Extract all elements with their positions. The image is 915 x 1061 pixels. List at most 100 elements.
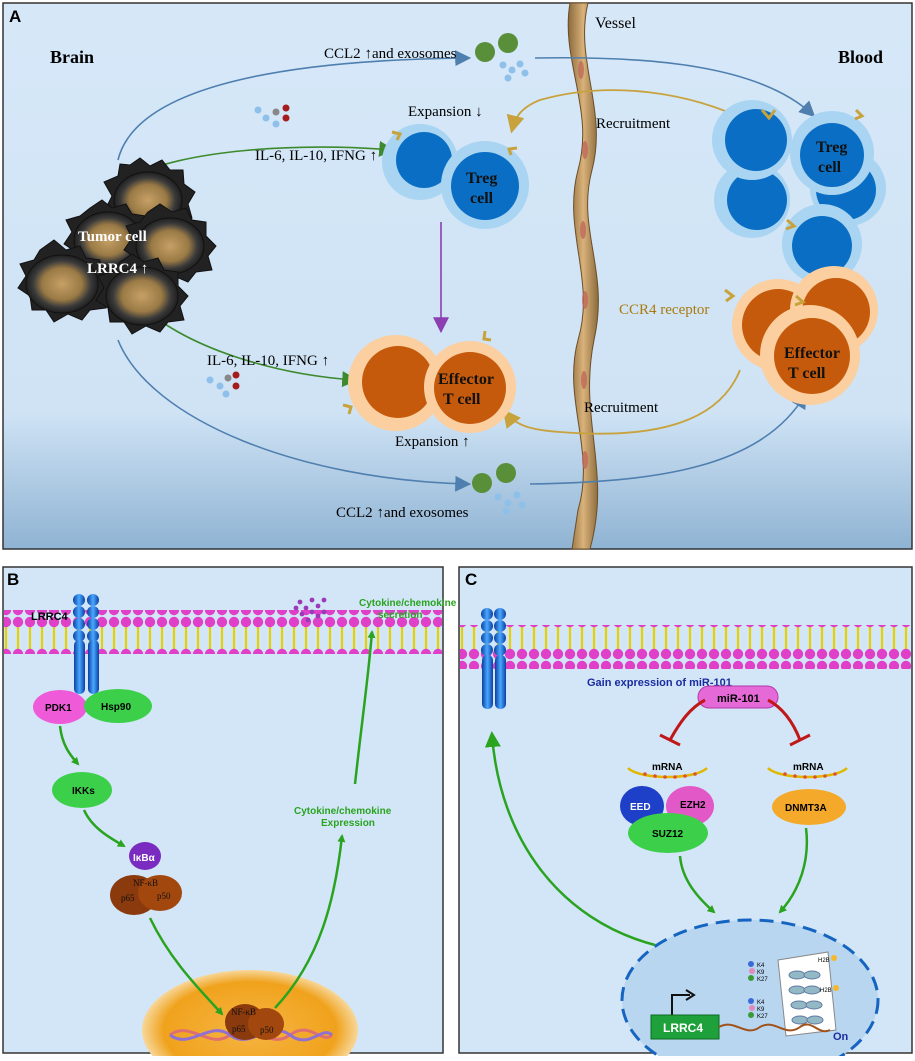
effector-right-label-1: Effector [784,345,840,362]
mir101-box: miR-101 [697,685,779,709]
ikks-protein: IKKs [52,772,112,808]
treg-cell-cluster-right: Treg cell [712,100,886,284]
h2b-label-b: H2B [820,988,832,994]
panel-b-letter: B [7,570,19,589]
pdk1-protein: PDK1 [33,690,87,724]
nfkb-label: NF-κB [133,878,158,888]
recruitment-bottom-label: Recruitment [584,400,659,416]
effector-cell-left: Effector T cell [342,330,516,433]
prc2-complex: EED EZH2 SUZ12 [620,786,714,853]
ccl2-bottom-arrow-right [529,392,807,485]
p65-label: p65 [121,893,135,903]
cell-membrane-c [460,625,911,669]
panel-c: C Gain expression of miR-101 miR-101 [458,566,913,1061]
tumor-cell-3 [17,239,111,323]
cytokine-dots-bottom [206,371,240,398]
k27-label-b: K27 [757,1014,768,1020]
ccr4-label: CCR4 receptor [619,302,709,318]
il-bottom-label: IL-6, IL-10, IFNG ↑ [207,353,329,369]
tumor-cell-5 [95,253,189,335]
recruitment-top-label: Recruitment [596,116,671,132]
pdk1-label: PDK1 [45,703,72,714]
vessel-label: Vessel [595,15,636,32]
hsp90-label: Hsp90 [101,702,131,713]
effector-left-label-2: T cell [443,391,481,408]
k27-label-a: K27 [757,977,768,983]
il-top-label: IL-6, IL-10, IFNG ↑ [255,148,377,164]
recruitment-top-arrow [506,89,751,134]
dnmt3a-label: DNMT3A [785,803,827,814]
ikks-label: IKKs [72,786,95,797]
effector-left-label-1: Effector [438,371,494,388]
dnmt3a-protein: DNMT3A [772,789,846,825]
nfkb-nucleus-label: NF-κB [231,1007,256,1017]
treg-left-label-1: Treg [466,170,497,187]
panel-c-letter: C [465,570,477,589]
expression-label-2: Expression [321,818,375,829]
ccl2-top-arrow-left [117,50,472,161]
prc2-to-nucleus-arrow [678,855,716,914]
nucleus-to-expression-arrow [274,834,346,1009]
lrrc4-receptor-b [73,594,99,694]
mrna-left: mRNA [627,762,708,779]
h2b-label-a: H2B [818,958,830,964]
mir101-inhibit-left [659,698,706,747]
nucleus-b: NF-κB p65 p50 [142,970,358,1061]
expression-to-secretion-arrow [353,630,376,785]
ccl2-bottom-label: CCL2 ↑and exosomes [336,505,469,521]
treg-right-label-2: cell [818,159,842,176]
nfkb-complex: IκBα NF-κB p65 p50 [110,842,182,915]
ezh2-label: EZH2 [680,800,706,811]
secretion-label-1: Cytokine/chemokine [359,598,457,609]
cytokine-dots-top [254,104,290,128]
mir101-inhibit-right [767,698,811,747]
expansion-bottom-label: Expansion ↑ [395,434,470,450]
mrna-right-label: mRNA [793,762,824,773]
pdk1-to-ikks-arrow [58,725,80,766]
exosomes-bottom [472,463,526,515]
expansion-top-label: Expansion ↓ [408,104,483,120]
eed-label: EED [630,802,651,813]
exosomes-top [475,33,529,82]
on-label: On [833,1031,849,1043]
nfkb-to-nucleus-arrow [148,917,224,1016]
ikba-label: IκBα [133,853,156,864]
mrna-right: mRNA [767,762,848,779]
expression-label-1: Cytokine/chemokine [294,806,392,817]
mir101-label: miR-101 [717,693,760,705]
k4-label-a: K4 [757,963,765,969]
hsp90-protein: Hsp90 [84,689,152,723]
ccl2-top-arrow-right [534,56,816,118]
tumor-cell-cluster [17,157,217,335]
ccl2-top-label: CCL2 ↑and exosomes [324,46,457,62]
secretion-label-2: secretion [378,610,422,621]
k9-label-a: K9 [757,970,765,976]
cell-membrane-b [4,610,442,654]
p50-nucleus-label: p50 [260,1025,274,1035]
vessel-cells [578,61,588,469]
treg-left-label-2: cell [470,190,494,207]
suz12-label: SUZ12 [652,829,684,840]
brain-label: Brain [50,47,94,67]
lrrc4-gene-label: LRRC4 [663,1021,703,1035]
p65-nucleus-label: p65 [232,1024,246,1034]
ccl2-bottom-arrow-left [117,339,472,492]
effector-cell-right: Effector T cell [724,266,878,405]
vessel [567,2,599,550]
blood-label: Blood [838,47,883,67]
k9-label-b: K9 [757,1007,765,1013]
lrrc4-receptor-c [481,608,506,709]
recruitment-bottom-arrow [502,369,741,435]
lrrc4-label: LRRC4 ↑ [87,261,148,277]
gain-expression-label: Gain expression of miR-101 [587,677,732,689]
panel-a: A Brain Blood Vessel CCL2 ↑and exosomes [2,2,913,550]
lrrc4-gene: LRRC4 On [650,989,849,1043]
panel-b: B LRRC4 PDK1 Hsp90 IKKs [2,566,457,1061]
secreted-cytokine-dots [293,597,327,623]
chromatin: K4 K9 K27 H2B K4 K9 K27 H2B [748,951,839,1037]
effector-right-label-2: T cell [788,365,826,382]
ikks-to-nfkb-arrow [82,809,126,848]
treg-cell-left: Treg cell [382,124,529,229]
